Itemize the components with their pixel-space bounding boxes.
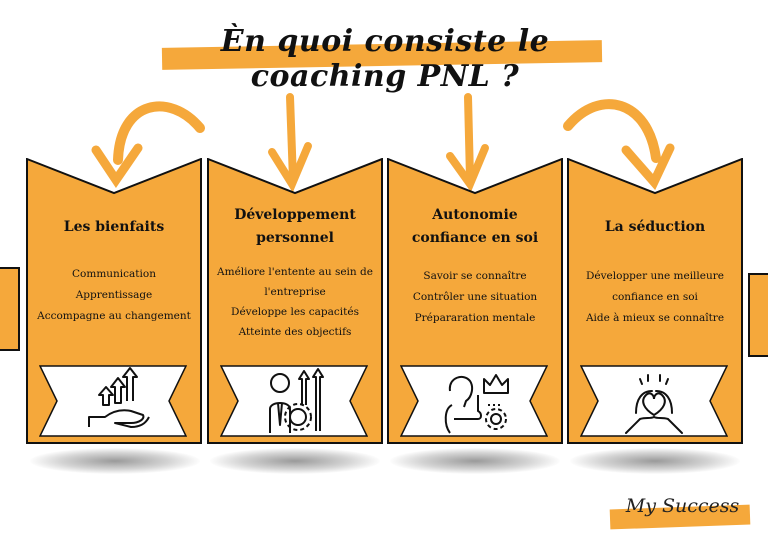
icon-ribbon: [220, 365, 368, 437]
card-developpement-personnel: Développement personnel Améliore l'enten…: [207, 158, 383, 444]
list-item: Savoir se connaître: [423, 270, 527, 282]
brand-logo: My Success: [625, 495, 740, 517]
card-heading: La séduction: [604, 219, 706, 235]
page-title: Èn quoi consiste le coaching PNL ?: [220, 24, 550, 94]
list-item: Développe les capacités: [231, 306, 359, 318]
card-items: Communication Apprentissage Accompagne a…: [26, 264, 202, 327]
businessman-gear-arrows-icon: [269, 368, 324, 433]
list-item: Apprentissage: [75, 289, 153, 301]
card-shadow: [390, 448, 560, 474]
icon-ribbon: [580, 365, 728, 437]
list-item: l'entreprise: [264, 286, 326, 298]
list-item: Aide à mieux se connaître: [585, 312, 725, 324]
heart-hands-icon: [625, 374, 683, 434]
list-item: Prépararation mentale: [414, 312, 536, 324]
icon-ribbon: [39, 365, 187, 437]
card-shadow: [210, 448, 380, 474]
card-heading: Autonomie confiance en soi: [411, 207, 539, 246]
card-heading: Les bienfaits: [63, 219, 165, 235]
card-heading: Développement personnel: [234, 207, 356, 246]
list-item: Accompagne au changement: [37, 310, 191, 322]
card-items: Développer une meilleure confiance en so…: [567, 266, 743, 329]
card-items: Savoir se connaître Contrôler une situat…: [387, 266, 563, 329]
card-les-bienfaits: Les bienfaits Communication Apprentissag…: [26, 158, 202, 444]
icon-ribbon: [400, 365, 548, 437]
left-side-tab: [0, 267, 20, 351]
card-la-seduction: La séduction Développer une meilleure co…: [567, 158, 743, 444]
card-shadow: [30, 448, 200, 474]
list-item: Atteinte des objectifs: [238, 326, 352, 338]
hand-growth-arrows-icon: [88, 367, 150, 428]
card-items: Améliore l'entente au sein de l'entrepri…: [207, 262, 383, 342]
person-crown-gear-icon: [444, 374, 509, 434]
list-item: Améliore l'entente au sein de: [217, 266, 373, 278]
card-shadow: [570, 448, 740, 474]
list-item: Contrôler une situation: [412, 291, 538, 303]
list-item: Communication: [72, 268, 156, 280]
card-autonomie: Autonomie confiance en soi Savoir se con…: [387, 158, 563, 444]
list-item: Développer une meilleure: [585, 270, 724, 282]
list-item: confiance en soi: [612, 291, 698, 303]
right-side-tab: [748, 273, 768, 357]
